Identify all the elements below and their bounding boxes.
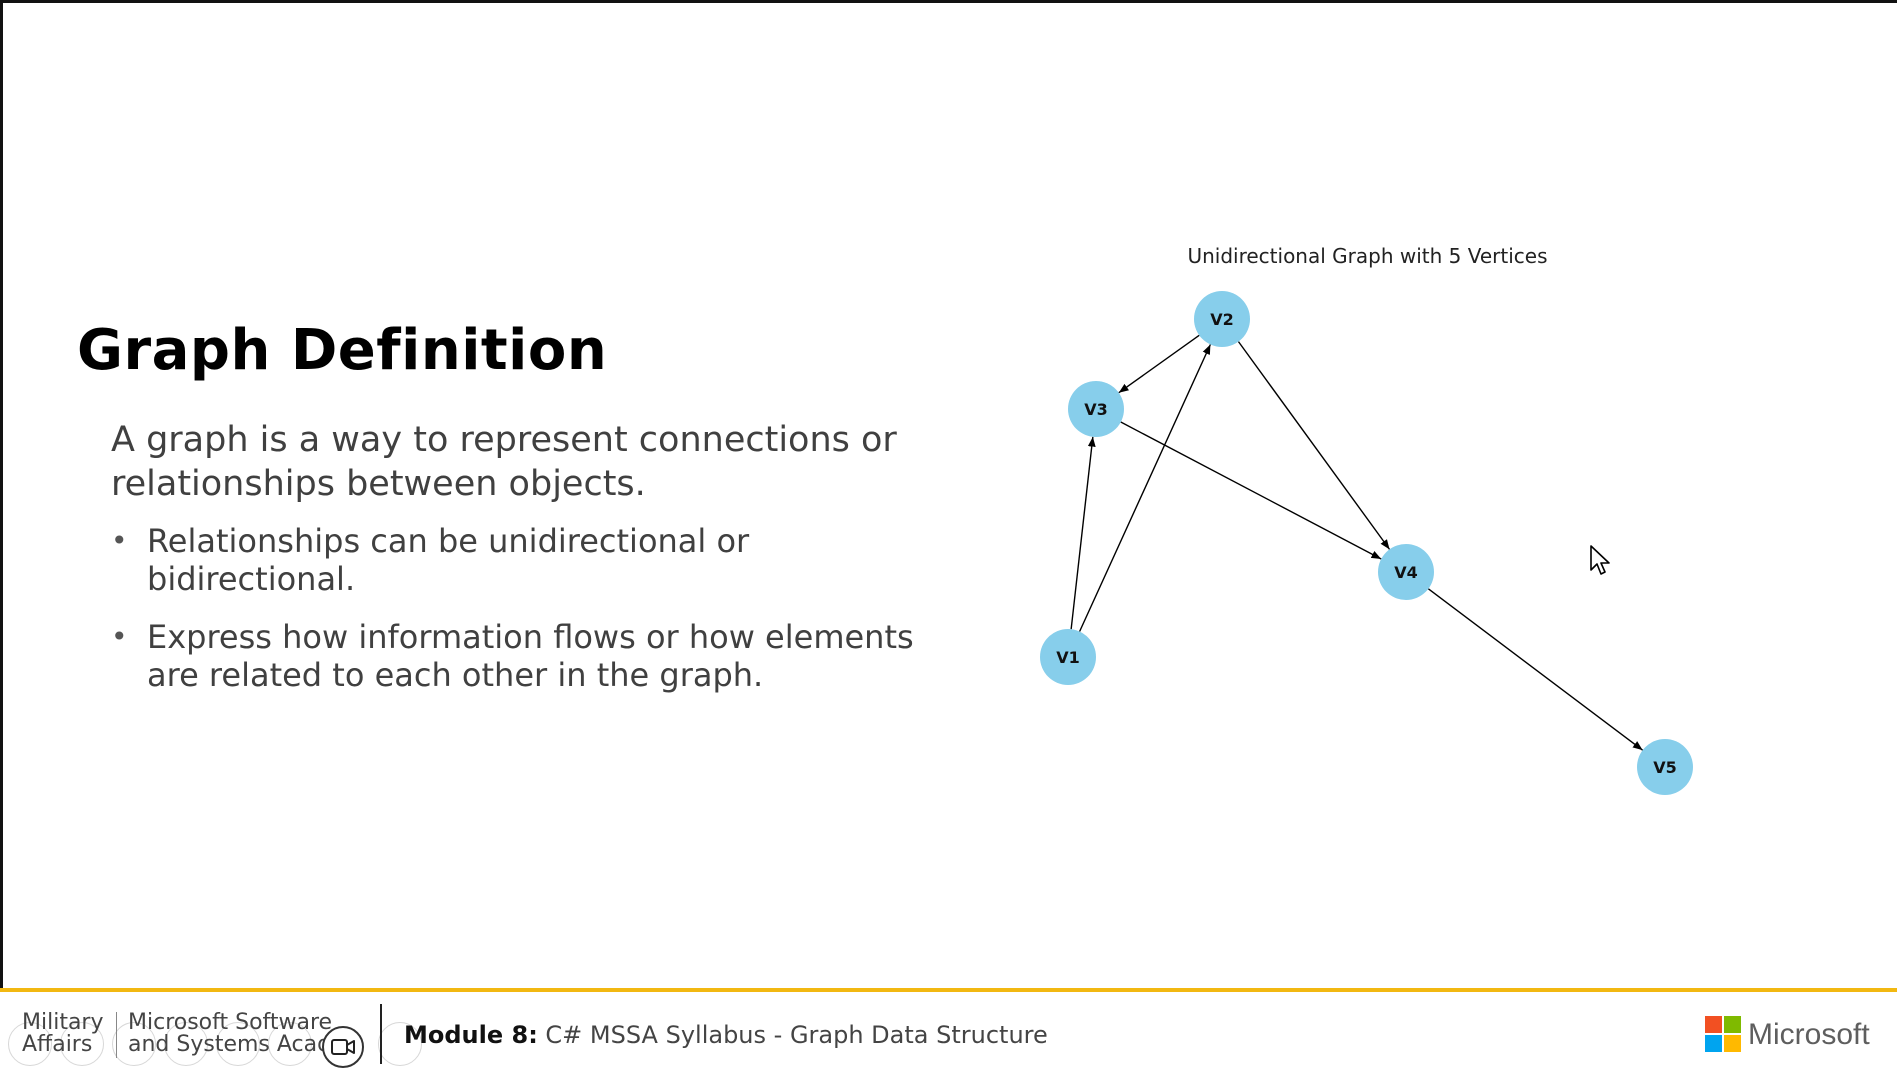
footer-accent-line [0,988,1897,992]
org-name: Military Affairs [22,1012,104,1056]
slide-intro-text: A graph is a way to represent connection… [111,420,897,504]
footer-divider [116,1012,117,1058]
node-v1 [1040,629,1096,685]
mouse-pointer-icon [1590,545,1610,575]
academy-name: Microsoft Software and Systems Acade [128,1012,345,1056]
video-camera-icon [331,1039,355,1055]
module-number: Module 8: [404,1021,538,1049]
camera-button[interactable] [322,1026,364,1068]
brand-name: Microsoft [1748,1018,1870,1051]
control-button[interactable] [60,1022,104,1066]
graph-edges [1070,334,1644,751]
footer-divider [380,1004,382,1064]
node-v2 [1194,291,1250,347]
node-label-v5: V5 [1653,758,1677,777]
edge-v3-to-v4 [1120,421,1382,560]
bullet-text: Relationships can be unidirectional or b… [147,522,750,598]
node-label-v2: V2 [1210,310,1234,329]
node-label-v4: V4 [1394,563,1418,582]
node-label-v1: V1 [1056,648,1080,667]
bullet-item: • Express how information flows or how el… [111,618,951,694]
academy-name-line: and Systems Acade [128,1032,345,1057]
control-button[interactable] [112,1022,156,1066]
node-label-v3: V3 [1084,400,1108,419]
bullet-dot-icon: • [111,524,128,557]
module-label: Module 8: C# MSSA Syllabus - Graph Data … [404,1021,1048,1049]
edge-v1-to-v2 [1078,344,1212,632]
node-v5 [1637,739,1693,795]
control-button[interactable] [164,1022,208,1066]
control-button[interactable] [216,1022,260,1066]
bullet-text: Express how information flows or how ele… [147,618,914,694]
module-title: C# MSSA Syllabus - Graph Data Structure [537,1021,1048,1049]
control-button[interactable] [8,1022,52,1066]
edge-v2-to-v4 [1237,341,1391,550]
graph-title: Unidirectional Graph with 5 Vertices [1187,244,1548,268]
footer-bar [0,992,1897,1073]
org-name-line: Affairs [22,1032,93,1057]
more-options-button[interactable] [378,1022,422,1066]
org-name-line: Military [22,1010,104,1035]
bullet-list: • Relationships can be unidirectional or … [111,522,951,714]
edge-v4-to-v5 [1427,588,1644,751]
academy-name-line: Microsoft Software [128,1010,333,1035]
node-v4 [1378,544,1434,600]
control-button[interactable] [268,1022,312,1066]
node-v3 [1068,381,1124,437]
bullet-item: • Relationships can be unidirectional or … [111,522,951,598]
slide-title: Graph Definition [77,318,608,383]
edge-v2-to-v3 [1118,334,1200,394]
bullet-dot-icon: • [111,620,128,653]
edge-v1-to-v3 [1070,436,1096,630]
microsoft-logo [1705,1016,1741,1052]
